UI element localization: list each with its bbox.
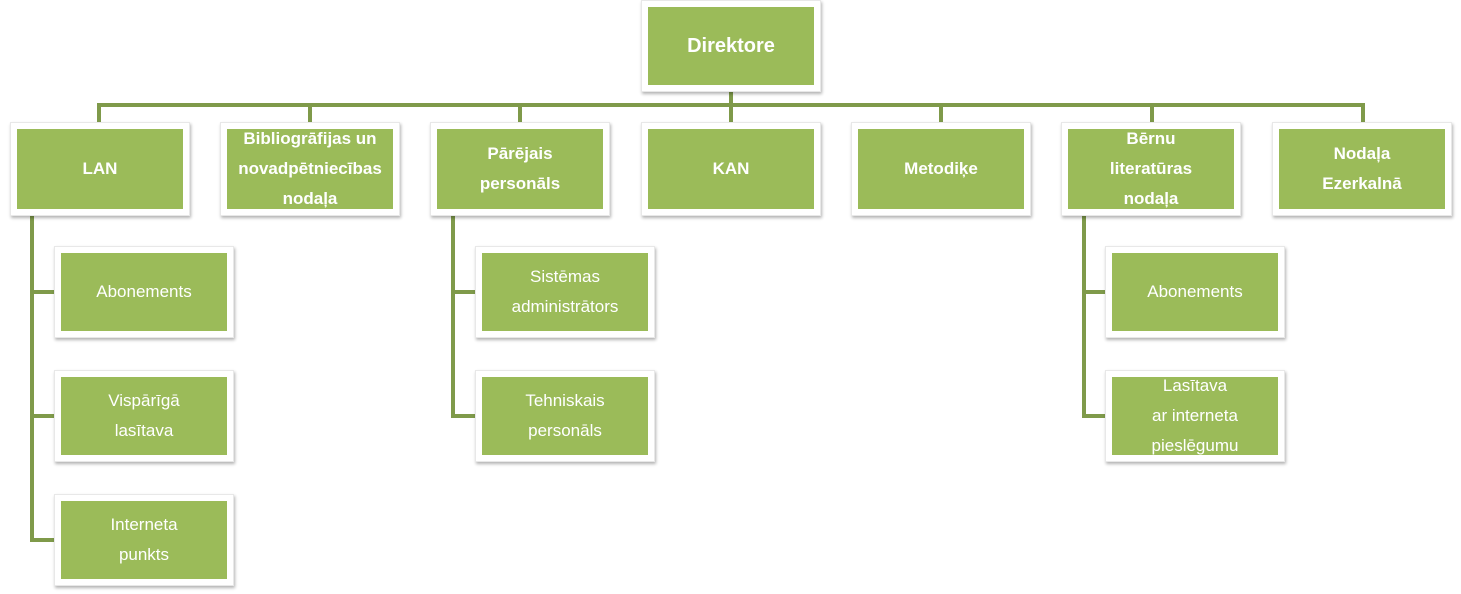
node-lan-child-1: Abonements: [54, 246, 234, 338]
node-dept-methodologist-label: Metodiķe: [858, 129, 1024, 209]
node-dept-kan-label: KAN: [648, 129, 814, 209]
node-root: Direktore: [641, 0, 821, 92]
node-dept-other-staff: Pārējais personāls: [430, 122, 610, 216]
node-dept-bibliography-label: Bibliogrāfijas un novadpētniecības nodaļ…: [227, 129, 393, 209]
node-dept-children-literature: Bērnu literatūras nodaļa: [1061, 122, 1241, 216]
node-children-lit-child-2: Lasītava ar interneta pieslēgumu: [1105, 370, 1285, 462]
node-lan-child-2: Vispārīgā lasītava: [54, 370, 234, 462]
node-dept-lan: LAN: [10, 122, 190, 216]
node-lan-child-2-label: Vispārīgā lasītava: [61, 377, 227, 455]
node-dept-ezerkalne-label: Nodaļa Ezerkalnā: [1279, 129, 1445, 209]
node-other-staff-child-1: Sistēmas administrātors: [475, 246, 655, 338]
node-other-staff-child-1-label: Sistēmas administrātors: [482, 253, 648, 331]
node-lan-child-3-label: Interneta punkts: [61, 501, 227, 579]
node-other-staff-child-2: Tehniskais personāls: [475, 370, 655, 462]
node-root-label: Direktore: [648, 7, 814, 85]
node-other-staff-child-2-label: Tehniskais personāls: [482, 377, 648, 455]
node-dept-bibliography: Bibliogrāfijas un novadpētniecības nodaļ…: [220, 122, 400, 216]
node-dept-methodologist: Metodiķe: [851, 122, 1031, 216]
node-dept-children-literature-label: Bērnu literatūras nodaļa: [1068, 129, 1234, 209]
node-dept-lan-label: LAN: [17, 129, 183, 209]
node-dept-ezerkalne: Nodaļa Ezerkalnā: [1272, 122, 1452, 216]
node-lan-child-1-label: Abonements: [61, 253, 227, 331]
node-dept-other-staff-label: Pārējais personāls: [437, 129, 603, 209]
node-dept-kan: KAN: [641, 122, 821, 216]
node-children-lit-child-2-label: Lasītava ar interneta pieslēgumu: [1112, 376, 1278, 455]
node-lan-child-3: Interneta punkts: [54, 494, 234, 586]
node-children-lit-child-1: Abonements: [1105, 246, 1285, 338]
node-children-lit-child-1-label: Abonements: [1112, 253, 1278, 331]
